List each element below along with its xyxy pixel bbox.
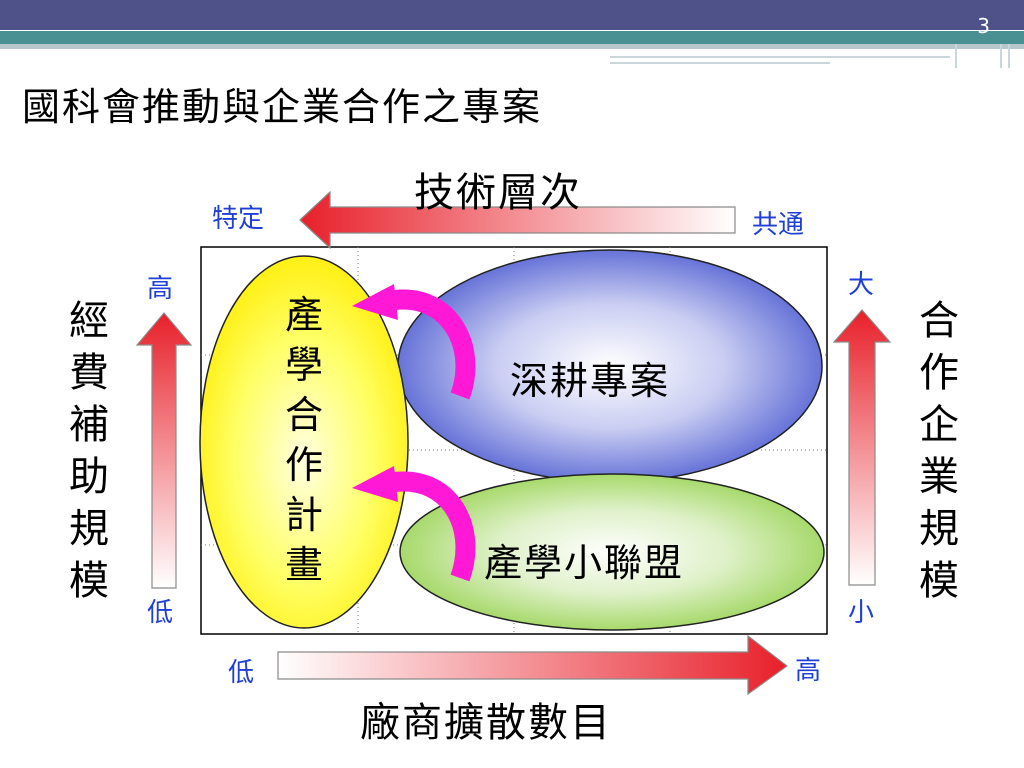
header-teal-band (0, 31, 1024, 44)
alliance-ellipse (399, 473, 825, 631)
lower-loop-arrow (393, 471, 476, 582)
right-axis-title: 合作企業規模 (919, 298, 959, 604)
upper-loop-arrowhead (352, 284, 398, 320)
industry-academia-ellipse (199, 255, 409, 629)
header-decor-line (955, 44, 957, 68)
slide-title: 國科會推動與企業合作之專案 (22, 85, 543, 129)
header-band (0, 0, 1024, 30)
left-axis-bottom-label: 低 (147, 598, 174, 628)
left-axis-top-label: 高 (147, 274, 174, 304)
top-axis-right-label: 共通 (752, 210, 805, 240)
right-axis-top-label: 大 (848, 270, 875, 300)
page-number: 3 (977, 14, 990, 38)
top-axis-arrow (299, 190, 736, 250)
alliance-label: 產學小聯盟 (484, 541, 685, 585)
right-axis-arrow (832, 309, 892, 586)
header-decor-line (1000, 44, 1002, 68)
right-axis-bottom-label: 小 (848, 598, 875, 628)
top-axis-left-label: 特定 (212, 204, 265, 234)
left-axis-title: 經費補助規模 (69, 298, 109, 604)
deep-cultivation-label: 深耕專案 (510, 359, 671, 403)
top-axis-title: 技術層次 (414, 170, 582, 216)
bottom-axis-left-label: 低 (228, 658, 255, 688)
lower-loop-arrowhead (352, 466, 398, 502)
left-axis-arrow (135, 312, 193, 589)
industry-academia-project-label: 產學合作計畫 (284, 293, 323, 587)
header-decor-line (1008, 44, 1010, 68)
bottom-axis-right-label: 高 (795, 656, 822, 686)
header-gray-band (0, 44, 1024, 49)
header-decor-line (610, 62, 830, 64)
header-decor-line (610, 56, 950, 58)
bottom-axis-arrow (277, 634, 789, 696)
bottom-axis-title: 廠商擴散數目 (360, 700, 612, 746)
upper-loop-arrow (393, 289, 476, 400)
